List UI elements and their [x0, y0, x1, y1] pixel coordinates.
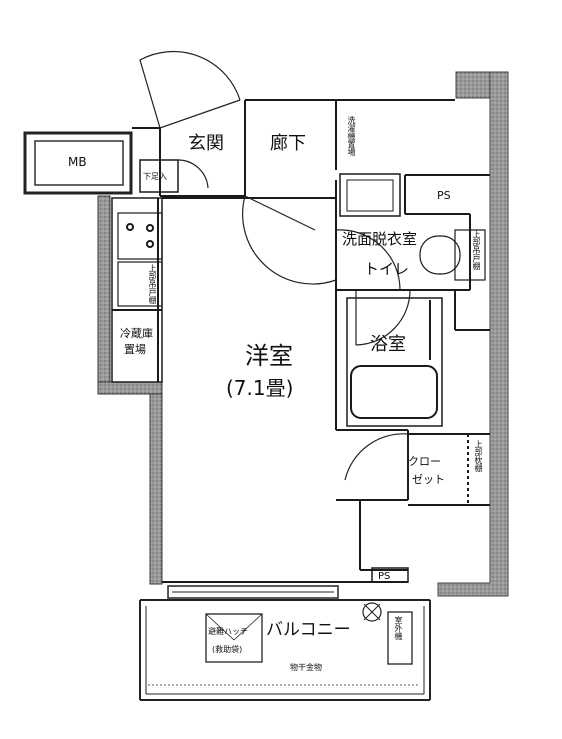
label-youshitsu: 洋室	[245, 342, 293, 370]
mb-inner	[34, 140, 124, 186]
label-ps-bottom: PS	[378, 571, 391, 582]
label-closet-1: クロー	[408, 455, 441, 468]
balcony	[139, 585, 431, 701]
label-yokushitsu: 浴室	[370, 334, 406, 355]
left-wall-lower	[149, 393, 163, 585]
walls	[111, 99, 490, 583]
label-joubu-tana-1: 上部吊戸棚	[472, 230, 481, 270]
label-genkan: 玄関	[188, 133, 224, 154]
label-shitaaogi: 下足入	[143, 172, 167, 181]
label-youshitsu-size: (7.1畳)	[226, 376, 294, 400]
label-okiba: 置場	[124, 343, 146, 356]
label-mb: MB	[68, 155, 87, 169]
label-reizouko: 冷蔵庫	[120, 327, 153, 340]
label-hinan-1: 避難ハッチ	[208, 627, 248, 636]
label-joubu-tana-2: 上部吊戸棚	[148, 264, 157, 304]
label-rouka: 廊下	[270, 133, 306, 154]
label-closet-2: ゼット	[412, 473, 445, 486]
label-monohoshi: 物干金物	[290, 663, 322, 672]
left-wall-outer	[97, 195, 111, 395]
left-wall-step	[97, 381, 163, 395]
label-hinan-2: (救助袋)	[212, 645, 243, 654]
exterior-wall-right	[437, 71, 509, 597]
door-swings	[139, 50, 411, 500]
label-senmen: 洗面脱衣室	[342, 230, 418, 248]
label-sentakuki: 洗濯機置場	[347, 116, 356, 156]
mb-box	[23, 131, 133, 195]
label-toilet: トイレ	[364, 260, 410, 278]
label-shitsugaiki: 室外機	[394, 616, 403, 640]
wall-right-top-stub	[455, 71, 491, 99]
label-joubu-tana-3: 上部枕棚	[474, 440, 483, 472]
label-ps-top: PS	[437, 189, 451, 202]
label-balcony: バルコニー	[266, 620, 351, 640]
